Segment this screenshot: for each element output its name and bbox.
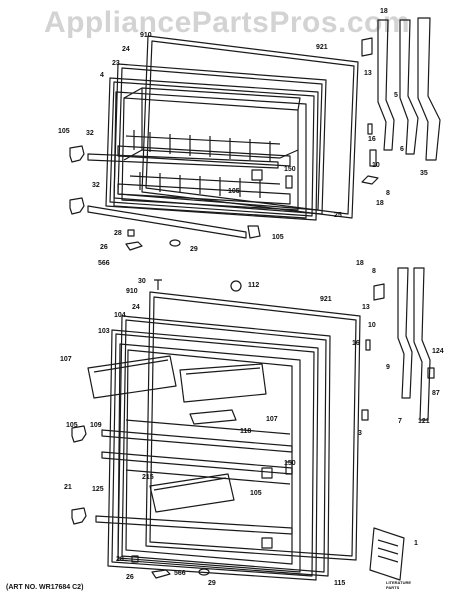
callout-label: 18 [376,200,384,207]
callout-label: 121 [418,418,430,425]
callout-label: 118 [240,428,252,435]
callout-label: 18 [356,260,364,267]
callout-label: 8 [386,190,390,197]
callout-label: 28 [114,230,122,237]
callout-label: 21 [64,484,72,491]
callout-label: 107 [266,416,278,423]
callout-label: 124 [432,348,444,355]
callout-label: 28 [116,556,124,563]
callout-label: 105 [272,234,284,241]
callout-label: 30 [138,278,146,285]
callout-label: 3 [358,430,362,437]
callout-label: 7 [398,418,402,425]
callout-label: 13 [364,70,372,77]
callout-label: 10 [372,162,380,169]
callout-label: 32 [86,130,94,137]
callout-label: 105 [58,128,70,135]
callout-label: 566 [174,570,186,577]
callout-label: 105 [228,188,240,195]
callout-label: 18 [380,8,388,15]
callout-label: 566 [98,260,110,267]
callout-label: 921 [320,296,332,303]
literature-parts-label: LITERATURE PARTS [386,580,412,590]
callout-label: 4 [100,72,104,79]
callout-label: 16 [368,136,376,143]
callout-label: 112 [248,282,260,289]
callout-label: 1 [414,540,418,547]
callout-label: 5 [394,92,398,99]
callout-label: 13 [362,304,370,311]
callout-label: 150 [284,460,296,467]
callout-label: 115 [334,580,346,587]
callout-label: 87 [432,390,440,397]
callout-label: 24 [132,304,140,311]
callout-label: 150 [284,166,296,173]
callout-label: 9 [386,364,390,371]
callout-label: 29 [190,246,198,253]
callout-label: 26 [126,574,134,581]
callout-label: 29 [208,580,216,587]
callout-label: 10 [368,322,376,329]
callout-label: 103 [98,328,110,335]
callout-label: 26 [100,244,108,251]
callout-label: 107 [60,356,72,363]
callout-label: 105 [66,422,78,429]
callout-label: 910 [140,32,152,39]
callout-label: 104 [114,312,126,319]
callout-label: 35 [420,170,428,177]
art-number-caption: (ART NO. WR17684 C2) [6,584,84,591]
watermark: AppliancePartsPros.com [43,6,411,39]
callout-label: 16 [352,340,360,347]
callout-label: 6 [400,146,404,153]
callout-label: 24 [122,46,130,53]
callout-label: 23 [112,60,120,67]
freezer-door-assembly [69,17,441,251]
callout-label: 32 [92,182,100,189]
callout-label: 921 [316,44,328,51]
callout-label: 215 [142,474,154,481]
callout-label: 910 [126,288,138,295]
callout-label: 109 [90,422,102,429]
callout-label: 25 [334,212,342,219]
callout-label: 8 [372,268,376,275]
callout-label: 105 [250,490,262,497]
fresh-food-door-assembly [71,267,435,581]
callout-label: 125 [92,486,104,493]
